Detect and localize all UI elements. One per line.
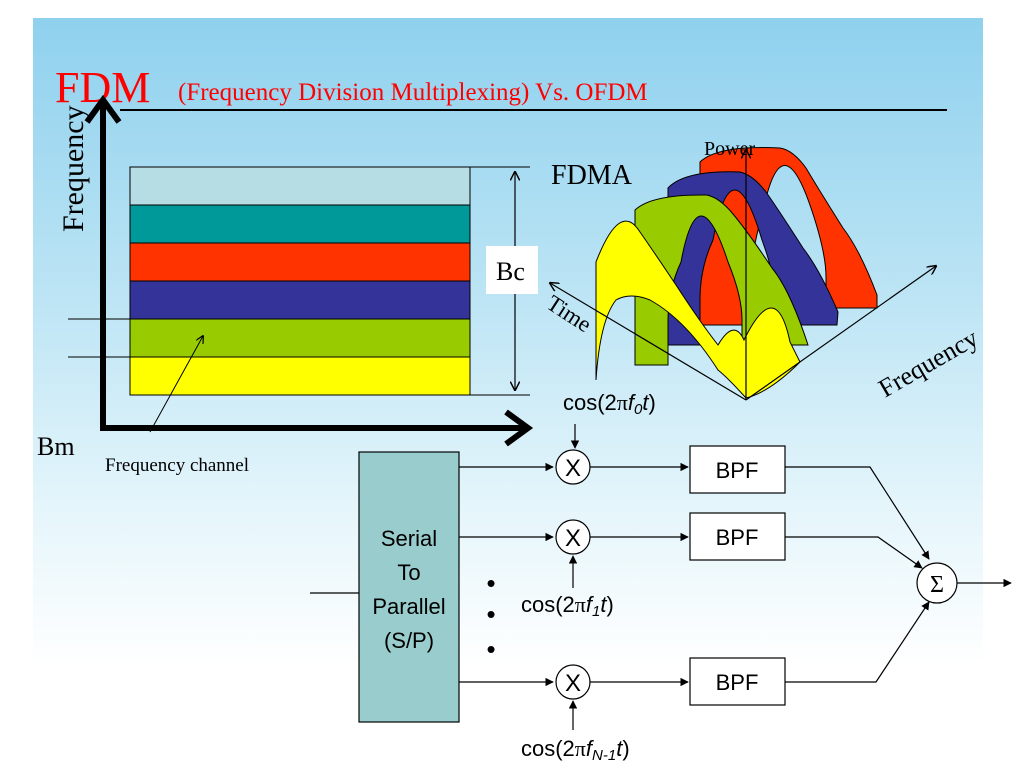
fdma-3d-spectrum: FDMA Power Time Frequency [542,138,983,403]
power-label: Power [704,138,755,160]
bpf-1-label: BPF [716,458,759,483]
fdm-plot: Frequency Bm Bc Frequency channel [37,94,538,476]
bpf-n [689,657,786,706]
channel-pointer-arrow [149,336,203,433]
frequency-channel-label: Frequency channel [105,455,249,476]
bpf-2-label: BPF [716,525,759,550]
ellipsis-dot-3: • [486,634,495,664]
sp-line-2: To [397,560,420,585]
sp-line-3: Parallel [372,594,445,619]
bpf-2-to-sum [785,536,923,569]
bpf-1-to-sum [785,466,930,560]
bc-label: Bc [496,257,525,286]
fdma-title: FDMA [551,160,633,191]
band-1 [129,166,471,206]
ofdm-transmitter: Serial To Parallel (S/P) • • • X cos(2πf… [310,390,1012,764]
multiplier-1-symbol: X [565,455,581,482]
bpf-2 [689,512,786,561]
hump-1 [595,220,801,399]
time-axis [550,283,747,401]
multiplier-n-symbol: X [565,670,581,697]
band-6 [129,356,471,396]
band-5 [129,318,471,358]
y-axis-label: Frequency [57,105,90,232]
carrier-1-label: cos(2πf0t) [563,390,656,418]
ellipsis-dot-2: • [486,599,495,629]
band-4 [129,280,471,320]
sp-line-4: (S/P) [384,628,434,653]
band-2 [129,204,471,244]
band-3 [129,242,471,282]
title-subtitle: (Frequency Division Multiplexing) Vs. OF… [178,79,648,106]
bpf-1 [689,445,786,494]
carrier-2-label: cos(2πf1t) [521,592,614,620]
bc-label-box [486,246,538,294]
frequency-label-3d: Frequency [874,323,984,403]
ellipsis-dot-1: • [486,568,495,598]
bm-label: Bm [37,432,75,461]
y-axis-arrowhead [84,94,122,124]
sp-line-1: Serial [381,526,437,551]
bpf-n-to-sum [785,601,930,683]
carrier-n-label: cos(2πfN-1t) [521,736,630,764]
summer-symbol: Σ [930,572,944,598]
multiplier-2-symbol: X [565,525,581,552]
serial-to-parallel-block [358,451,460,723]
x-axis-arrowhead [504,409,534,447]
frequency-axis-3d [745,266,936,401]
time-label: Time [542,290,596,337]
bpf-n-label: BPF [716,670,759,695]
